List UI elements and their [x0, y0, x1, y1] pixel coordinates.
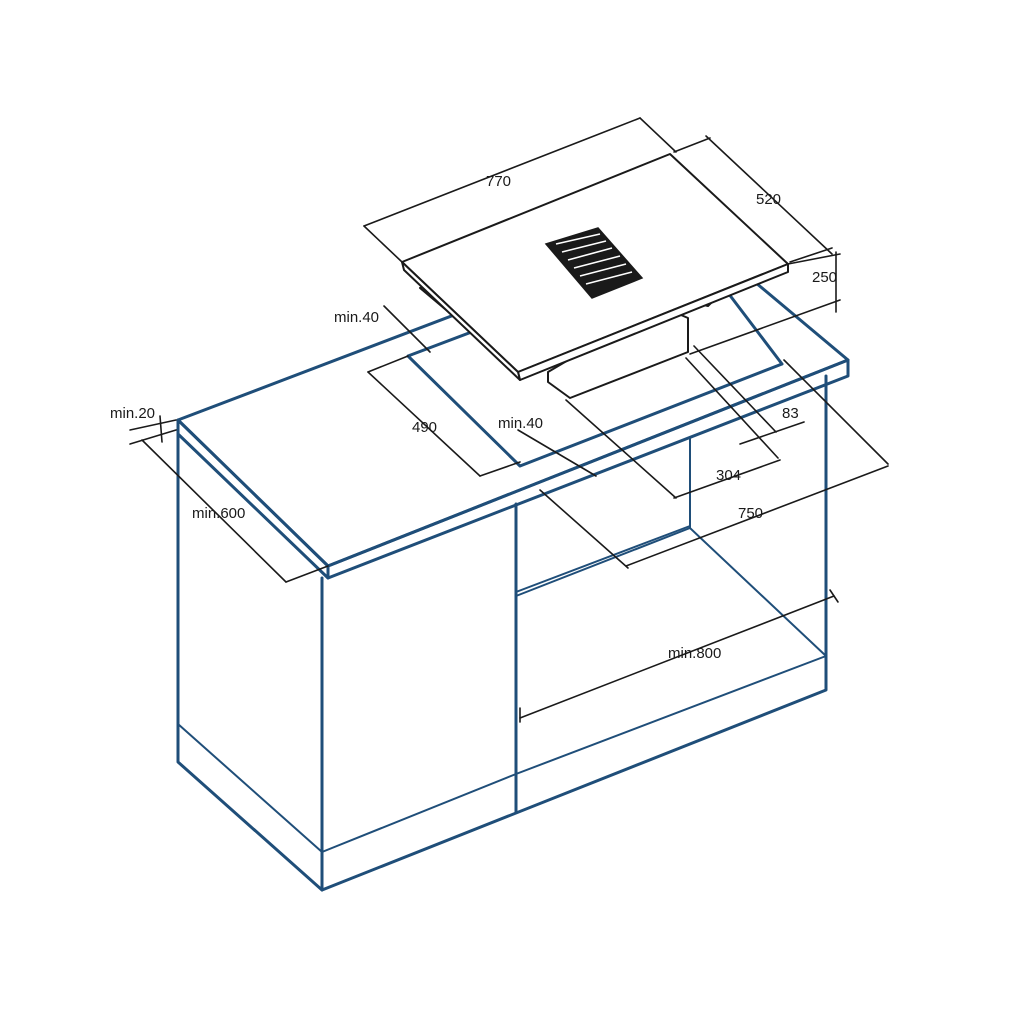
- dim-770-line: [363, 117, 641, 227]
- label-520: 520: [756, 191, 781, 208]
- dim-490-line: [367, 371, 481, 477]
- label-83: 83: [782, 405, 799, 422]
- hob-glass-left-edge: [401, 261, 521, 381]
- dim-750-line-right: [783, 359, 889, 465]
- label-304: 304: [716, 467, 741, 484]
- dim-min40-mid-line: [517, 429, 597, 477]
- label-min40-mid: min.40: [498, 415, 543, 432]
- dim-min40-top-line: [383, 305, 431, 353]
- dim-83-line: [693, 345, 777, 433]
- dim-min20-line-a: [129, 429, 177, 445]
- label-490: 490: [412, 419, 437, 436]
- vent-slats: [555, 233, 633, 285]
- worktop-front-edge: [326, 358, 850, 580]
- hob: [401, 153, 789, 399]
- plinth-front: [321, 773, 517, 853]
- label-250: 250: [812, 269, 837, 286]
- dim-520-line: [705, 135, 833, 255]
- dim-min600-line: [141, 439, 287, 583]
- dim-304-line: [685, 357, 779, 459]
- label-min20: min.20: [110, 405, 155, 422]
- dimension-labels: 770 520 250 min.40 490 min.40 min.20 min…: [110, 173, 837, 662]
- dimension-lines: [129, 117, 889, 723]
- label-min800: min.800: [668, 645, 721, 662]
- label-min40-top: min.40: [334, 309, 379, 326]
- label-750: 750: [738, 505, 763, 522]
- label-min600: min.600: [192, 505, 245, 522]
- plinth-left: [177, 723, 323, 853]
- cabinet: [176, 224, 850, 892]
- label-770: 770: [486, 173, 511, 190]
- bay-inner-top: [515, 526, 827, 657]
- bay-top-shelf: [515, 525, 691, 593]
- dim-min800-line: [519, 595, 835, 719]
- cabinet-left-side: [176, 432, 324, 892]
- plinth-front-right: [515, 655, 827, 775]
- worktop-left-edge: [176, 418, 330, 580]
- dim-750-line-left: [565, 399, 677, 499]
- dim-min20-line-b: [129, 419, 177, 431]
- cabinet-front-bottom: [320, 374, 828, 892]
